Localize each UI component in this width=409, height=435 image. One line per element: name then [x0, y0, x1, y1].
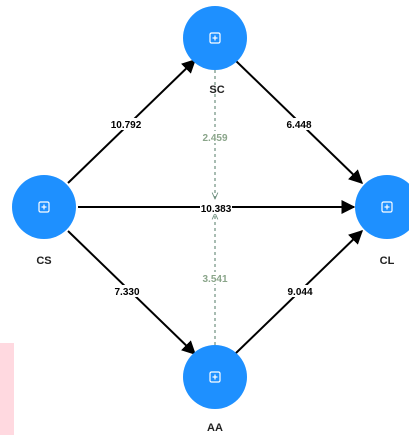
svg-text:10.383: 10.383: [201, 204, 232, 215]
edge-label-cs-aa: 7.330: [113, 285, 141, 298]
edge-label-aa-cl: 9.044: [286, 285, 314, 298]
edge-label-sc-cl: 6.448: [285, 118, 313, 131]
side-strip: [0, 343, 14, 435]
edge-label-cs-sc: 10.792: [111, 118, 142, 131]
edge-label-cs-cl: 10.383: [200, 202, 232, 215]
node-label-aa: AA: [207, 422, 223, 434]
node-aa[interactable]: AA: [183, 345, 247, 434]
expand-square-icon[interactable]: [381, 201, 393, 213]
node-label-sc: SC: [209, 84, 224, 96]
expand-square-icon[interactable]: [209, 371, 221, 383]
expand-square-icon[interactable]: [209, 32, 221, 44]
edge-label-sc-moderation: 2.459: [201, 131, 229, 144]
svg-text:10.792: 10.792: [111, 120, 142, 131]
node-label-cl: CL: [380, 255, 395, 267]
svg-text:6.448: 6.448: [286, 120, 311, 131]
svg-text:2.459: 2.459: [202, 133, 227, 144]
node-sc[interactable]: SC: [183, 6, 247, 96]
svg-text:9.044: 9.044: [287, 287, 312, 298]
node-cl[interactable]: CL: [355, 175, 409, 267]
node-label-cs: CS: [36, 255, 51, 267]
svg-text:7.330: 7.330: [114, 287, 139, 298]
expand-square-icon[interactable]: [38, 201, 50, 213]
svg-text:3.541: 3.541: [202, 274, 227, 285]
edge-label-aa-moderation: 3.541: [201, 272, 229, 285]
node-cs[interactable]: CS: [12, 175, 76, 267]
